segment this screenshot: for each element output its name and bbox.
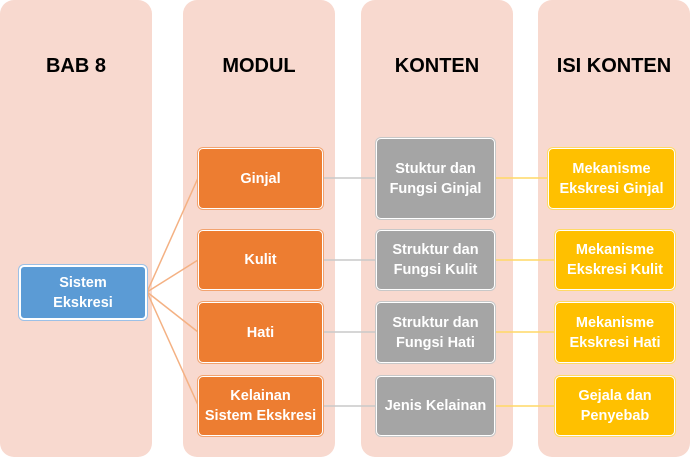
konten-box-kelainan: Jenis Kelainan [376, 376, 495, 436]
modul-box-hati: Hati [198, 302, 323, 363]
connector-root-kelainan [146, 291, 199, 406]
konten-box-kulit: Struktur dan Fungsi Kulit [376, 230, 495, 290]
connector-root-hati [146, 291, 199, 333]
konten-box-hati: Struktur dan Fungsi Hati [376, 302, 495, 363]
isi-box-ginjal: Mekanisme Ekskresi Ginjal [548, 148, 675, 209]
isi-box-hati: Mekanisme Ekskresi Hati [555, 302, 675, 363]
connector-root-ginjal [146, 177, 199, 293]
column-bab: BAB 8 [0, 0, 152, 457]
root-box-sistem-ekskresi: Sistem Ekskresi [19, 265, 147, 320]
column-header-modul: MODUL [222, 55, 296, 77]
column-header-konten: KONTEN [394, 55, 480, 77]
isi-box-kelainan: Gejala dan Penyebab [555, 376, 675, 436]
column-header-bab: BAB 8 [45, 55, 106, 77]
modul-box-kulit: Kulit [198, 230, 323, 290]
modul-box-ginjal: Ginjal [198, 148, 323, 209]
konten-box-ginjal: Stuktur dan Fungsi Ginjal [376, 138, 495, 219]
isi-box-kulit: Mekanisme Ekskresi Kulit [555, 230, 675, 290]
modul-box-kelainan: Kelainan Sistem Ekskresi [198, 376, 323, 436]
connector-root-kulit [146, 259, 199, 293]
column-header-isi-konten: ISI KONTEN [556, 55, 672, 77]
